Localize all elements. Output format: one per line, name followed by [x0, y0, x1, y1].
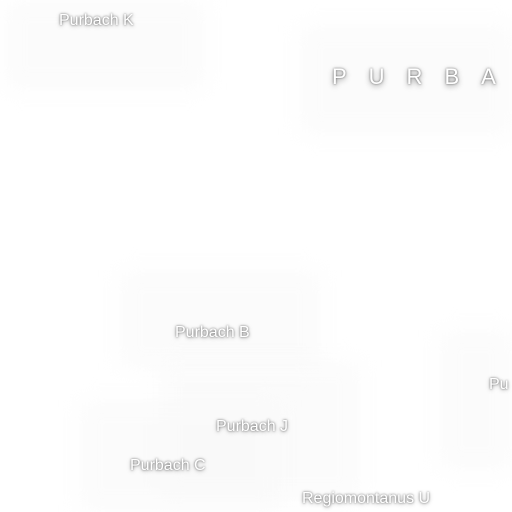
crater-label-purbach-c[interactable]: Purbach C — [130, 457, 206, 474]
map-tile — [440, 330, 512, 470]
map-tile — [5, 0, 205, 90]
map-tile — [120, 270, 320, 370]
map-tile — [300, 25, 512, 135]
crater-label-purbach-main[interactable]: PURBACH — [332, 64, 512, 89]
crater-label-purbach-b[interactable]: Purbach B — [175, 324, 250, 341]
crater-label-purbach-k[interactable]: Purbach K — [59, 12, 134, 29]
crater-label-regiomontanus-u[interactable]: Regiomontanus U — [302, 490, 431, 507]
map-tile — [80, 400, 280, 512]
crater-label-partial-right[interactable]: Pu — [489, 376, 509, 393]
crater-label-purbach-j[interactable]: Purbach J — [216, 418, 289, 435]
